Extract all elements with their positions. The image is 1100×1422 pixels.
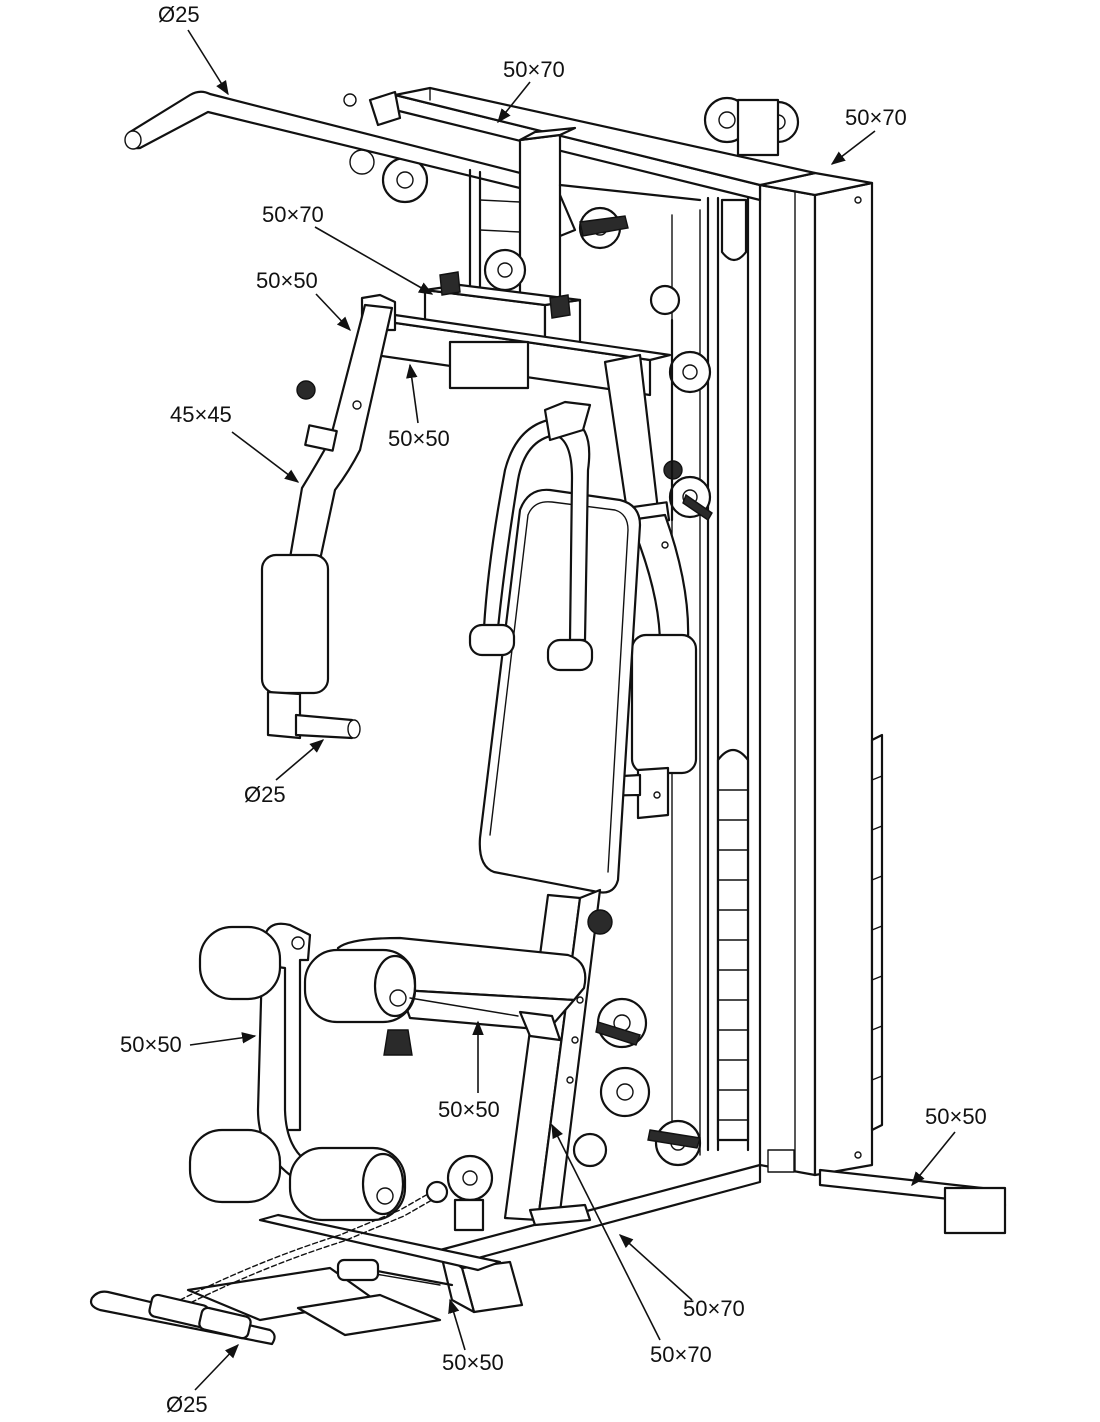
label-top-beam: 50×70 <box>503 57 565 82</box>
press-arm-left <box>260 293 397 740</box>
label-base-right: 50×50 <box>925 1104 987 1129</box>
label-press-handle: Ø25 <box>244 782 286 807</box>
label-seat-support: 50×50 <box>438 1097 500 1122</box>
label-seat-column: 50×70 <box>650 1342 712 1367</box>
top-pulleys <box>343 90 800 204</box>
label-press-crossbar: 50×50 <box>388 426 450 451</box>
weight-plates <box>717 789 749 1121</box>
lower-pulleys <box>572 997 702 1168</box>
pec-handles <box>468 400 594 672</box>
foot-platform <box>186 1266 442 1337</box>
chain <box>179 1180 449 1307</box>
label-base-beam: 50×70 <box>683 1296 745 1321</box>
rear-shroud <box>870 733 884 1132</box>
leg-developer <box>188 922 519 1222</box>
label-press-arm-left: 45×45 <box>170 402 232 427</box>
weight-stack <box>716 748 750 1142</box>
base-frame <box>258 1154 1007 1314</box>
label-upright-top: 50×70 <box>845 105 907 130</box>
lat-bar <box>124 90 577 238</box>
label-front-bar: Ø25 <box>166 1392 208 1417</box>
seat-column <box>503 888 613 1222</box>
label-press-box: 50×70 <box>262 202 324 227</box>
label-leg-frame: 50×50 <box>120 1032 182 1057</box>
label-press-arm-top: 50×50 <box>256 268 318 293</box>
label-top-left-bar: Ø25 <box>158 2 200 27</box>
mid-pulleys <box>649 284 713 522</box>
press-crossbar <box>373 313 672 397</box>
center-column-top <box>468 126 702 307</box>
dimension-labels: Ø25 50×70 50×70 50×70 50×50 50×50 45×45 … <box>120 2 987 1417</box>
label-front-foot: 50×50 <box>442 1350 504 1375</box>
main-upright <box>758 171 874 1177</box>
front-low-bar <box>89 1258 454 1346</box>
